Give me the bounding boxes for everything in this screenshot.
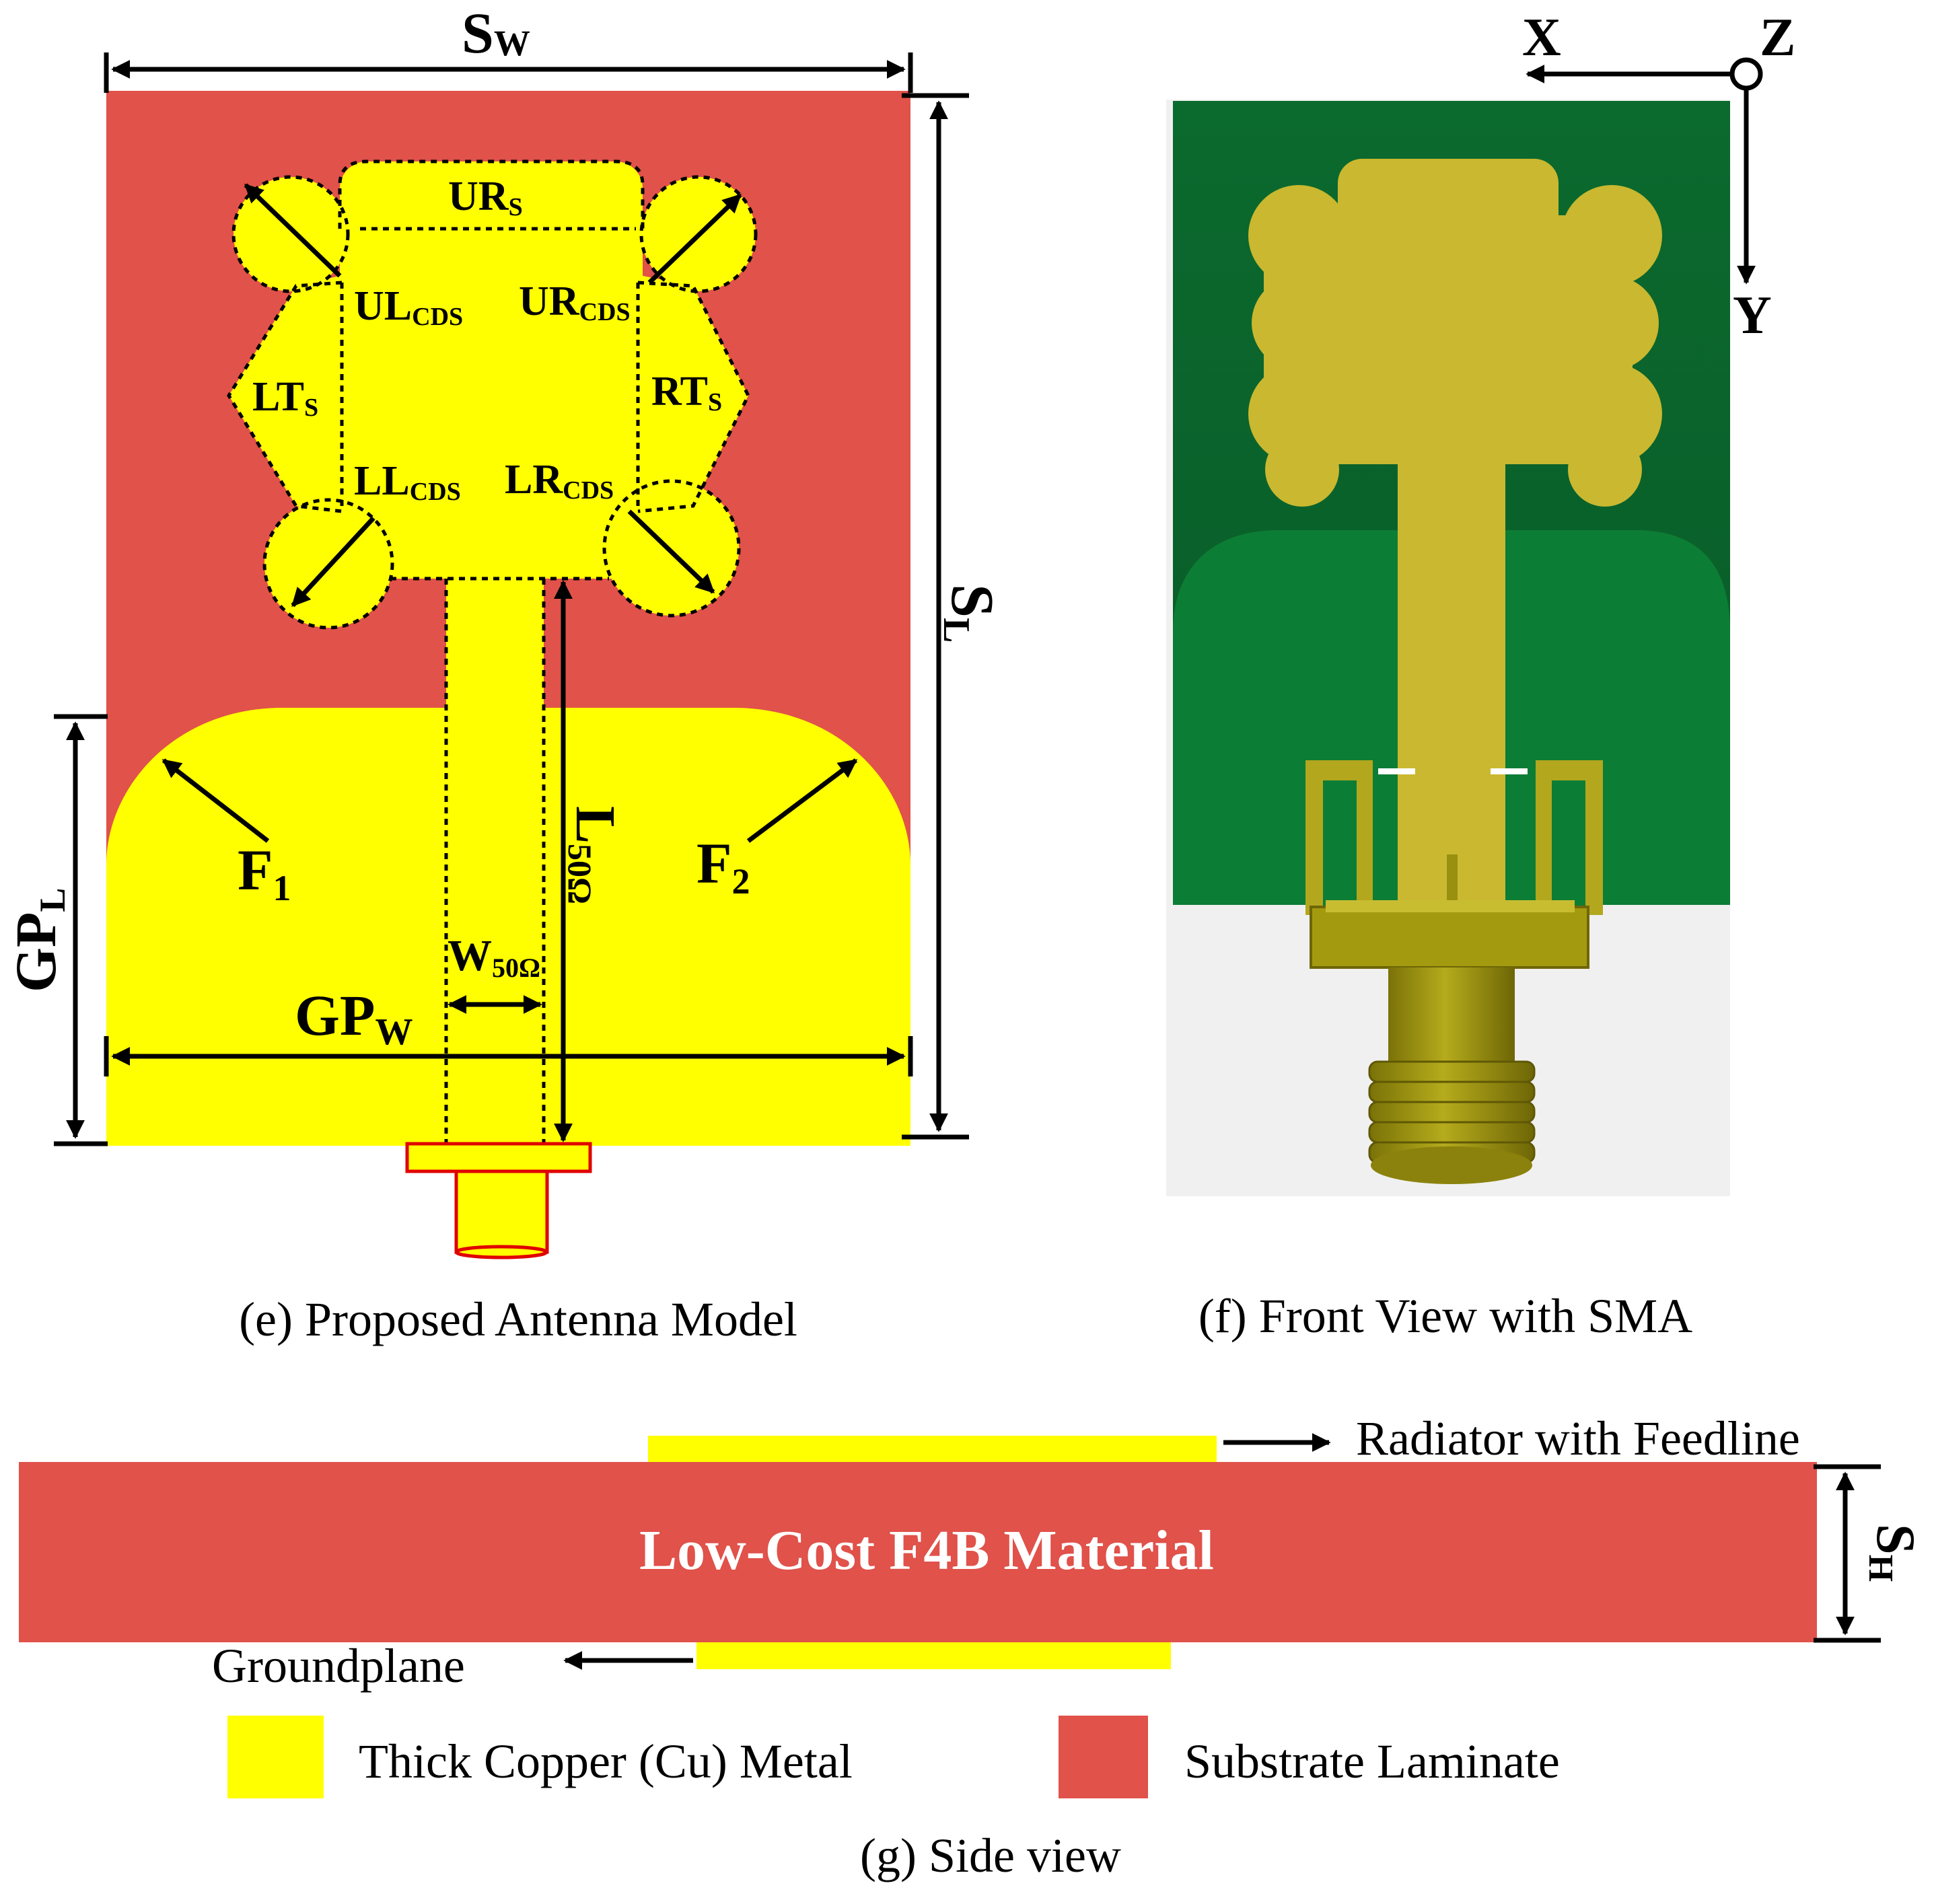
ur-cds-arrow <box>647 193 742 285</box>
y-axis-label: Y <box>1733 286 1772 345</box>
substrate-material-label: Low-Cost F4B Material <box>639 1519 1214 1582</box>
sw-label: SW <box>462 1 530 65</box>
f2-arrow <box>746 758 858 843</box>
sl-label: SL <box>935 584 1005 643</box>
l50-label: L50Ω <box>561 806 626 904</box>
lts-label: LTS <box>252 374 318 422</box>
front-radiator-patch <box>1248 159 1662 507</box>
front-feed-line <box>1398 444 1505 915</box>
ground-layer <box>696 1642 1171 1669</box>
lr-cds-arrow <box>627 509 715 594</box>
z-axis-origin <box>1729 57 1763 91</box>
legend-swatch-substrate <box>1059 1716 1148 1798</box>
radiator-label: Radiator with Feedline <box>1356 1412 1800 1465</box>
sma-connector-outline <box>405 1142 592 1259</box>
ll-cds-label: LLCDS <box>354 458 461 506</box>
ul-cds-label: ULCDS <box>354 283 463 331</box>
f1-label: F1 <box>238 838 291 908</box>
gpl-label: GPL <box>3 888 73 992</box>
ur-cds-label: URCDS <box>519 279 631 326</box>
caption-g: (g) Side view <box>860 1829 1121 1882</box>
feed-line <box>446 571 544 1146</box>
legend: Thick Copper (Cu) Metal Substrate Lamina… <box>227 1716 1560 1798</box>
legend-label-substrate: Substrate Laminate <box>1184 1734 1560 1788</box>
f2-label: F2 <box>696 831 750 902</box>
sma-connector <box>1310 900 1589 1184</box>
substrate-side <box>19 1462 1817 1642</box>
gpw-label: GPW <box>295 983 413 1053</box>
ul-cds-arrow <box>244 183 342 278</box>
groundplane-label: Groundplane <box>212 1639 465 1693</box>
sma-legs <box>1305 760 1603 922</box>
panel-e: SW URS ULCDS URCDS LTS RTS LLCDS LRCDS F… <box>3 1 1005 1346</box>
lr-cds-label: LRCDS <box>505 457 614 505</box>
f1-arrow <box>162 758 270 843</box>
w50-label: W50Ω <box>447 931 540 983</box>
panel-f: X Z Y (f) Front View with SMA <box>1166 8 1795 1343</box>
x-axis-label: X <box>1522 8 1561 67</box>
caption-f: (f) Front View with SMA <box>1198 1289 1692 1343</box>
urs-label: URS <box>448 174 523 221</box>
radiator-layer <box>648 1436 1217 1463</box>
panel-g: Low-Cost F4B Material Radiator with Feed… <box>19 1412 1927 1882</box>
rts-label: RTS <box>651 369 722 416</box>
dimension-lines <box>54 52 969 1146</box>
caption-e: (e) Proposed Antenna Model <box>239 1292 797 1346</box>
sh-label: SH <box>1861 1524 1927 1582</box>
legend-swatch-copper <box>227 1716 324 1798</box>
legend-label-copper: Thick Copper (Cu) Metal <box>359 1734 853 1788</box>
ll-cds-arrow <box>291 516 375 608</box>
coordinate-axes <box>1526 57 1763 285</box>
z-axis-label: Z <box>1760 8 1795 67</box>
